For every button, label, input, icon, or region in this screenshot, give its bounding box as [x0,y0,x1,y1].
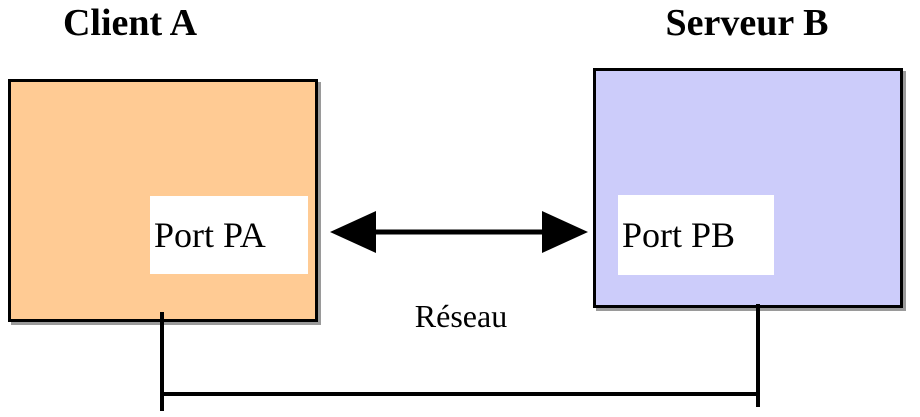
port-pb-box: Port PB [618,195,774,275]
client-title: Client A [62,2,198,44]
port-pa-box: Port PA [150,196,308,274]
server-connector-line [756,304,760,407]
port-pb-label: Port PB [622,215,736,255]
bottom-connector-line [160,392,760,396]
client-box: Port PA [8,79,318,322]
network-label: Réseau [414,298,508,334]
port-pa-label: Port PA [154,215,266,255]
server-box: Port PB [593,68,903,308]
server-title: Serveur B [665,2,829,44]
client-connector-line [160,312,164,411]
bidirectional-arrow-icon [330,211,588,253]
